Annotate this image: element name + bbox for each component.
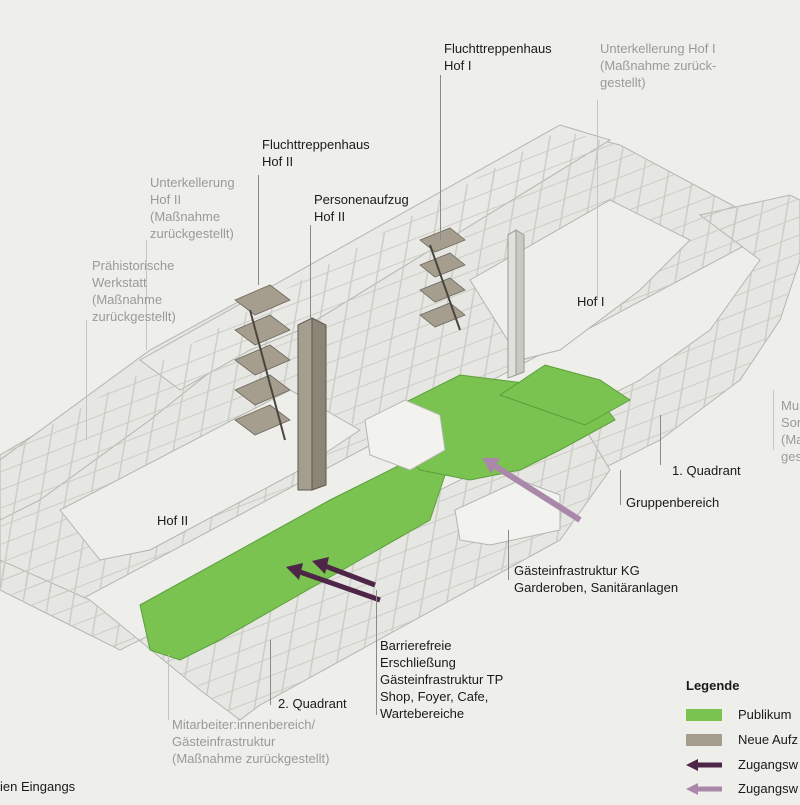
label-prahistorische-werkstatt: Prähistorische Werkstatt (Maßnahme zurüc…: [92, 258, 176, 324]
leader-line: [660, 415, 661, 465]
leader-line: [258, 175, 259, 285]
leader-line: [620, 470, 621, 505]
stair-tower-hof2: [234, 284, 291, 441]
leader-line: [168, 655, 169, 720]
access-arrow-light: [493, 463, 582, 523]
label-unterkellerung-hof1: Unterkellerung Hof I (Maßnahme zurück- g…: [600, 41, 717, 90]
legend-title: Legende: [686, 678, 740, 693]
access-arrow-dark-head: [286, 563, 303, 580]
stair-landing: [419, 277, 466, 303]
label-personenaufzug: Personenaufzug Hof II: [314, 192, 409, 224]
legend-arrow-light-icon: [686, 783, 722, 795]
label-quadrant-1: 1. Quadrant: [672, 463, 741, 478]
stair-landing: [234, 284, 291, 316]
stair-landing: [234, 314, 291, 346]
leader-line: [508, 530, 509, 580]
label-quadrant-2: 2. Quadrant: [278, 696, 347, 711]
label-mitarbeiterbereich: Mitarbeiter:innenbereich/ Gästeinfrastru…: [172, 717, 330, 766]
label-eingang-cut: ien Eingangs: [0, 779, 76, 794]
access-arrow-light-head: [482, 458, 500, 474]
label-hof2: Hof II: [157, 513, 189, 528]
elevator-side: [311, 317, 327, 491]
legend-item-neue-aufzuege: Neue Aufz: [686, 731, 800, 749]
central-block: [364, 399, 446, 471]
leader-line: [270, 640, 271, 705]
leader-line: [773, 390, 774, 450]
stair-landing: [419, 302, 466, 328]
label-fluchttreppenhaus-hof1: Fluchttreppenhaus Hof I: [444, 41, 552, 73]
access-arrows: [286, 458, 582, 603]
legend-item-publikum: Publikum: [686, 706, 800, 724]
legend-label: Zugangsw: [738, 757, 798, 772]
public-areas: [139, 364, 631, 661]
leader-line: [146, 240, 147, 350]
legend-label: Neue Aufz: [738, 732, 798, 747]
legend-label: Zugangsw: [738, 781, 798, 796]
elevator-front: [297, 317, 313, 491]
label-museum-cut: Mu Sor (Ma gest: [781, 398, 800, 464]
legend-swatch-green: [686, 709, 722, 721]
label-hof1: Hof I: [577, 294, 605, 309]
access-arrow-dark: [324, 563, 376, 588]
stair-flight: [249, 309, 286, 441]
access-arrow-dark: [299, 569, 381, 603]
elevator-shaft-hof2: [297, 317, 327, 491]
stair-landing: [419, 252, 466, 278]
legend-label: Publikum: [738, 707, 792, 722]
legend-item-zugangsweg-dark: Zugangsw: [686, 756, 800, 774]
label-gruppenbereich: Gruppenbereich: [626, 495, 720, 510]
stair-landing: [234, 374, 291, 406]
leader-line: [310, 225, 311, 320]
legend-item-zugangsweg-light: Zugangsw: [686, 780, 800, 798]
label-barrierefreie-erschliessung: Barrierefreie Erschließung Gästeinfrastr…: [380, 638, 504, 721]
legend-swatch-gray: [686, 734, 722, 746]
elevator-shaft-hof1: [507, 229, 525, 379]
public-area-quadrant-2: [139, 454, 446, 661]
legend-arrow-dark-icon: [686, 759, 722, 771]
leader-line: [440, 75, 441, 240]
label-gaesteinfrastruktur-kg: Gästeinfrastruktur KG Garderoben, Sanitä…: [514, 563, 679, 595]
stair-flight: [429, 244, 461, 331]
elevator-front: [507, 229, 517, 379]
leader-line: [86, 320, 87, 440]
label-unterkellerung-hof2: Unterkellerung Hof II (Maßnahme zurückge…: [150, 175, 235, 241]
public-area-quadrant-1: [498, 364, 631, 426]
leader-line: [376, 590, 377, 715]
elevator-side: [515, 229, 525, 376]
stair-landing: [234, 404, 291, 436]
label-fluchttreppenhaus-hof2: Fluchttreppenhaus Hof II: [262, 137, 370, 169]
stair-tower-hof1: [419, 227, 466, 331]
leader-line: [597, 100, 598, 300]
access-arrow-dark-head: [312, 557, 329, 574]
